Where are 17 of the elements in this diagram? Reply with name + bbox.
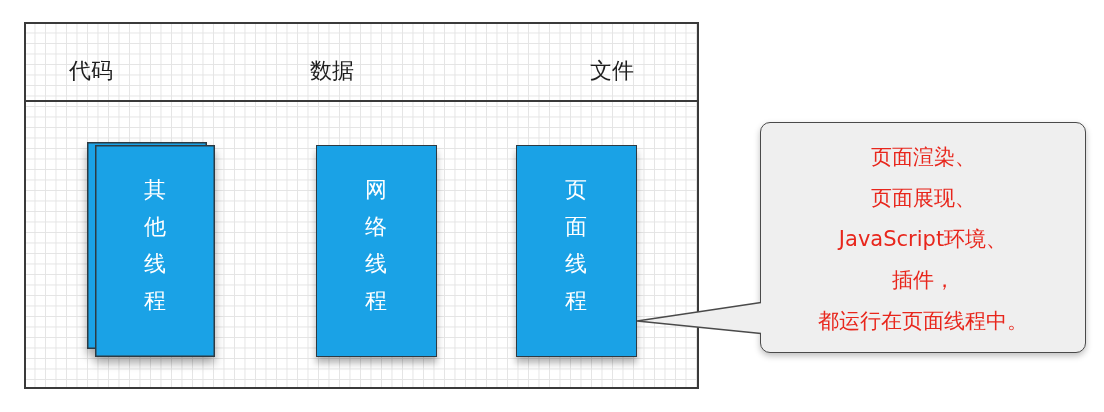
thread-label: 网络线程 — [364, 175, 388, 315]
header-label: 数据 — [310, 58, 354, 84]
header-label: 代码 — [69, 58, 113, 84]
stacked-box — [87, 142, 215, 357]
callout-text: 插件， — [891, 268, 955, 292]
callout-bubble — [760, 122, 1086, 353]
thread-box — [316, 145, 437, 357]
container-box — [24, 22, 699, 389]
callout-pointer — [636, 301, 762, 335]
thread-box — [516, 145, 637, 357]
thread-label: 其他线程 — [143, 176, 167, 315]
callout-text: 页面展现、 — [870, 186, 976, 210]
header-label: 文件 — [590, 58, 634, 84]
callout-text: JavaScript环境、 — [838, 227, 1008, 251]
callout-text: 页面渲染、 — [870, 145, 976, 169]
thread-label: 页面线程 — [564, 175, 588, 315]
callout-text: 都运行在页面线程中。 — [818, 309, 1028, 333]
